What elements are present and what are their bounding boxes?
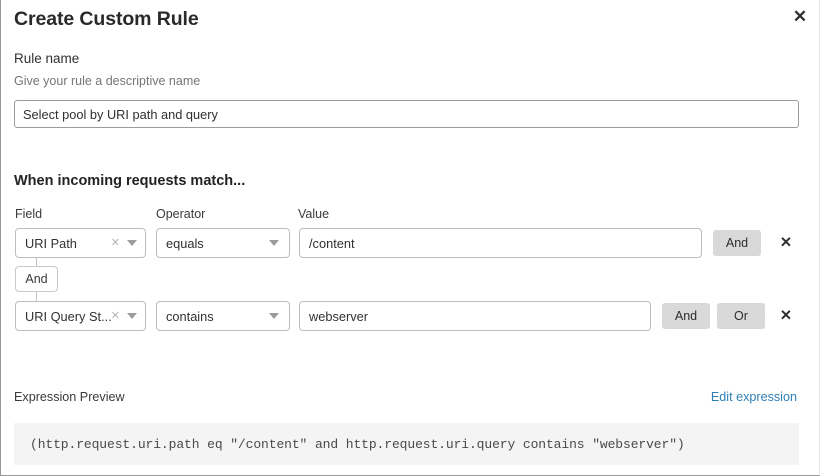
column-header-field: Field <box>15 207 43 221</box>
expression-preview-text: (http.request.uri.path eq "/content" and… <box>30 436 685 452</box>
connector-and-badge[interactable]: And <box>15 266 58 292</box>
close-icon[interactable]: ✕ <box>792 6 808 26</box>
value-input-2[interactable] <box>299 301 651 331</box>
column-header-operator: Operator <box>156 207 206 221</box>
chevron-down-icon <box>269 240 279 246</box>
rule-name-input[interactable] <box>14 100 799 128</box>
clear-icon[interactable]: ✕ <box>110 236 120 249</box>
page-title: Create Custom Rule <box>14 8 199 30</box>
operator-select-1[interactable]: equals <box>156 228 290 258</box>
and-button-1[interactable]: And <box>713 230 761 256</box>
condition-row: URI Query St... ✕ contains And Or ✕ <box>1 301 820 331</box>
connector-line-bottom <box>36 292 37 301</box>
rule-name-label: Rule name <box>14 51 80 66</box>
operator-select-2-label: contains <box>166 308 214 324</box>
field-select-1-label: URI Path <box>25 235 77 251</box>
operator-select-1-label: equals <box>166 235 204 251</box>
rule-name-help-text: Give your rule a descriptive name <box>14 74 201 88</box>
expression-preview-box: (http.request.uri.path eq "/content" and… <box>14 423 799 465</box>
edit-expression-link[interactable]: Edit expression <box>710 390 797 404</box>
field-select-2[interactable]: URI Query St... ✕ <box>15 301 146 331</box>
expression-preview-label: Expression Preview <box>14 390 125 404</box>
connector-line-top <box>36 258 37 267</box>
field-select-2-label: URI Query St... <box>25 308 111 324</box>
operator-select-2[interactable]: contains <box>156 301 290 331</box>
clear-icon[interactable]: ✕ <box>110 309 120 322</box>
condition-row: URI Path ✕ equals And ✕ <box>1 228 820 258</box>
column-header-value: Value <box>298 207 330 221</box>
match-section-heading: When incoming requests match... <box>14 173 246 189</box>
or-button-2[interactable]: Or <box>717 303 765 329</box>
chevron-down-icon <box>269 313 279 319</box>
field-select-1[interactable]: URI Path ✕ <box>15 228 146 258</box>
and-button-2[interactable]: And <box>662 303 710 329</box>
delete-condition-icon-1[interactable]: ✕ <box>779 234 793 251</box>
delete-condition-icon-2[interactable]: ✕ <box>779 307 793 324</box>
chevron-down-icon <box>127 313 137 319</box>
chevron-down-icon <box>127 240 137 246</box>
value-input-1[interactable] <box>299 228 702 258</box>
